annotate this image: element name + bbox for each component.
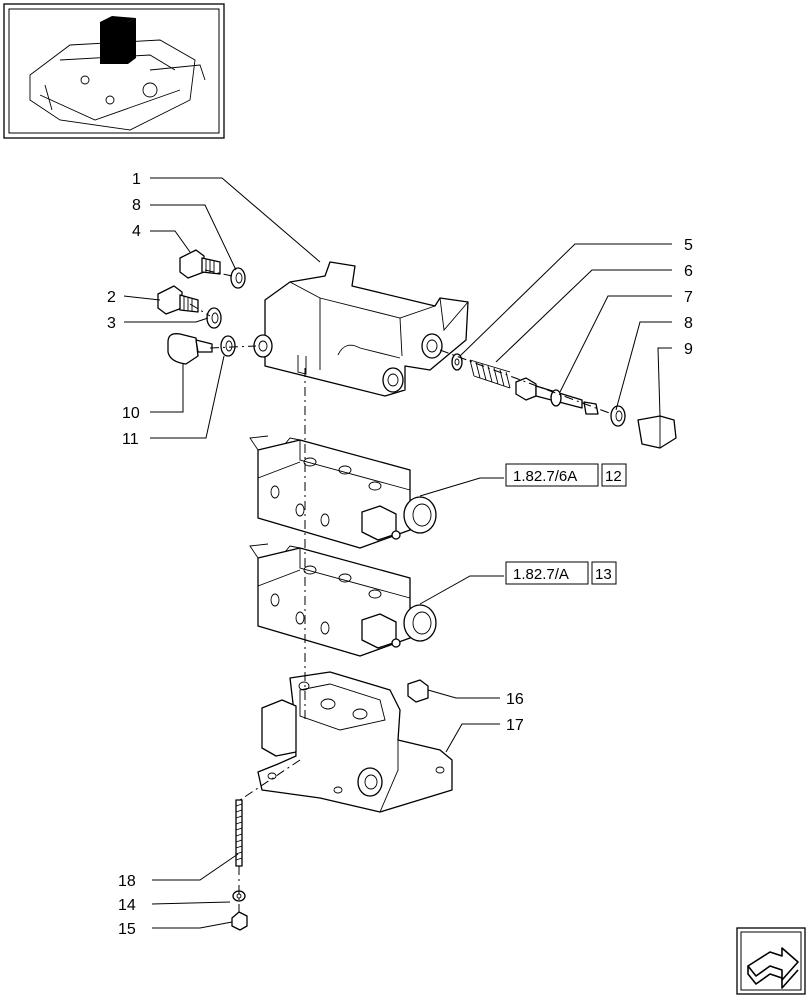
callout-4: 4 — [132, 223, 141, 240]
callout-18: 18 — [118, 873, 136, 890]
valve-body-part-1 — [253, 261, 469, 397]
reference-code-12[interactable]: 1.82.7/6A — [513, 468, 577, 485]
bolt-part-2 — [157, 285, 199, 315]
callout-16: 16 — [506, 691, 524, 708]
washer-part-3 — [206, 307, 222, 329]
callout-15: 15 — [118, 921, 136, 938]
callout-9: 9 — [684, 341, 693, 358]
callout-11: 11 — [122, 431, 139, 448]
control-valve-section-13 — [249, 543, 437, 657]
seal-part-5 — [451, 353, 463, 371]
washer-part-8-right — [610, 405, 626, 427]
callout-labels: 1 8 4 2 3 10 11 5 6 7 8 9 16 17 18 14 15 — [107, 171, 693, 938]
callout-6: 6 — [684, 263, 693, 280]
callout-1: 1 — [132, 171, 141, 188]
next-page-arrow-icon[interactable] — [736, 927, 806, 995]
leader-lines — [123, 177, 672, 929]
washer-part-11 — [220, 335, 236, 357]
thumbnail-frame — [3, 3, 225, 139]
tractor-hydraulic-lift-thumbnail-icon — [29, 16, 206, 131]
callout-8-left: 8 — [132, 197, 141, 214]
plug-part-9 — [637, 415, 677, 449]
callout-17: 17 — [506, 717, 524, 734]
reference-box-13[interactable]: 1.82.7/A 13 — [505, 561, 617, 585]
valve-spool-part-7 — [515, 377, 599, 415]
spring-part-6 — [469, 359, 511, 389]
callout-8-right: 8 — [684, 315, 693, 332]
callout-2: 2 — [107, 289, 116, 306]
base-plate-part-17 — [257, 671, 453, 813]
plug-part-10 — [167, 333, 213, 365]
control-valve-section-12 — [249, 435, 437, 549]
reference-number-12: 12 — [605, 468, 622, 485]
reference-code-13[interactable]: 1.82.7/A — [513, 566, 569, 583]
callout-5: 5 — [684, 237, 693, 254]
assembly-axis-lines — [189, 269, 613, 912]
washer-part-8-left — [230, 267, 246, 289]
stud-part-18 — [235, 799, 243, 867]
reference-number-13: 13 — [595, 566, 612, 583]
bolt-part-4 — [179, 249, 221, 279]
reference-box-12[interactable]: 1.82.7/6A 12 — [505, 463, 627, 487]
callout-7: 7 — [684, 289, 693, 306]
plug-part-16 — [407, 679, 429, 703]
callout-3: 3 — [107, 315, 116, 332]
callout-10: 10 — [122, 405, 140, 422]
callout-14: 14 — [118, 897, 136, 914]
nut-part-15 — [231, 911, 248, 931]
